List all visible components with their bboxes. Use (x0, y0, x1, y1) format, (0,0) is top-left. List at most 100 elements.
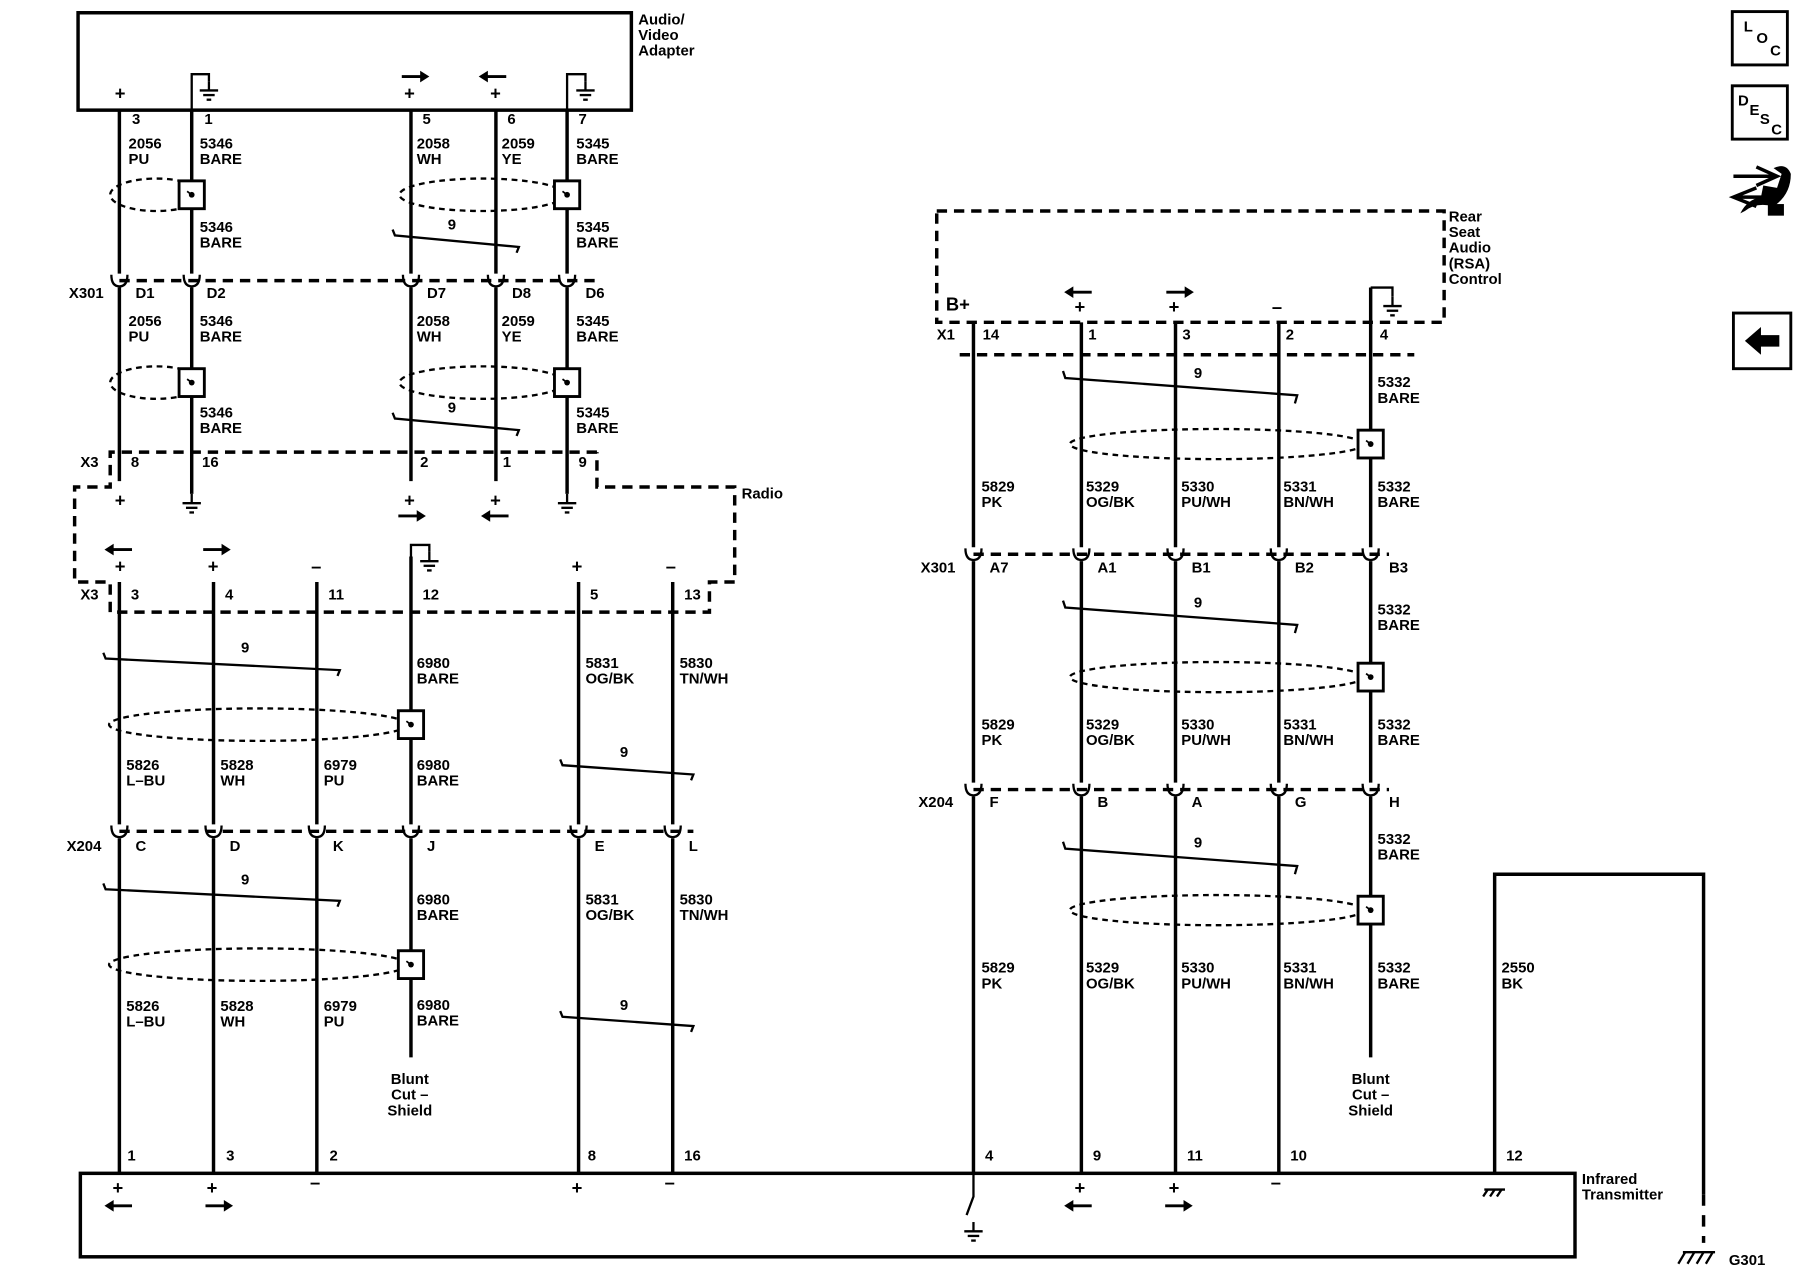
pin-number: 4 (225, 586, 234, 603)
pin-number: K (333, 838, 344, 855)
pin-number: C (135, 838, 146, 855)
right-wires (963, 284, 1716, 1265)
loc-icon: L (1744, 18, 1753, 35)
polarity-symbol: + (115, 490, 126, 511)
polarity-symbol: – (665, 1171, 675, 1192)
polarity-symbol: + (115, 556, 126, 577)
pin-number: 1 (127, 1148, 135, 1165)
pin-number: E (595, 838, 605, 855)
polarity-symbol: + (113, 1177, 124, 1198)
pin-number: 16 (202, 454, 219, 471)
pin-number: 12 (422, 586, 439, 603)
connector-label: X301 (69, 285, 104, 302)
polarity-symbol: – (1271, 1171, 1281, 1192)
polarity-symbol: + (572, 556, 583, 577)
twist-label: 9 (1194, 594, 1202, 611)
twist-label: 9 (620, 744, 628, 761)
radio-label: Radio (742, 485, 783, 502)
twist-label: 9 (241, 640, 249, 657)
pin-number: H (1389, 794, 1400, 811)
radio-box (72, 450, 737, 614)
pin-number: D1 (135, 285, 154, 302)
polarity-symbol: – (1272, 296, 1282, 317)
pin-number: G (1295, 794, 1307, 811)
pin-number: 2 (1286, 327, 1294, 344)
desc-icon: D (1738, 92, 1749, 109)
pin-number: B2 (1295, 560, 1314, 577)
pin-number: 1 (204, 111, 212, 128)
pin-number: B (1097, 794, 1108, 811)
audio-video-adapter-box (76, 11, 634, 112)
back-arrow-icon (1744, 326, 1780, 355)
polarity-symbol: + (1169, 1177, 1180, 1198)
pin-number: 2 (420, 454, 428, 471)
pin-number: 8 (131, 454, 139, 471)
polarity-symbol: B+ (946, 294, 970, 315)
twist-label: 9 (448, 217, 456, 234)
left-wires (102, 69, 696, 1214)
pin-number: J (427, 838, 435, 855)
loc-icon-o: O (1756, 30, 1768, 47)
loc-button[interactable]: L O C (1730, 10, 1789, 67)
pin-number: L (689, 838, 698, 855)
pin-number: 11 (1187, 1148, 1203, 1165)
pin-number: A (1192, 794, 1203, 811)
pin-number: B3 (1389, 560, 1408, 577)
polarity-symbol: – (311, 556, 321, 577)
desc-icon-e: E (1749, 102, 1759, 119)
desc-button[interactable]: D E S C (1730, 84, 1789, 141)
pin-number: 3 (1182, 327, 1190, 344)
connector-label: X204 (67, 838, 102, 855)
twist-label: 9 (1194, 365, 1202, 382)
desc-icon-s: S (1760, 111, 1770, 128)
pin-number: A7 (990, 560, 1009, 577)
pin-number: 3 (131, 586, 139, 603)
polarity-symbol: + (404, 83, 415, 104)
wrench-diagram-icon[interactable] (1728, 165, 1791, 216)
rsa-control-box (935, 209, 1446, 325)
connector-label: X3 (80, 454, 98, 471)
polarity-symbol: + (1074, 296, 1085, 317)
back-arrow-button[interactable] (1731, 311, 1793, 371)
pin-number: F (990, 794, 999, 811)
pin-number: D6 (585, 285, 604, 302)
loc-icon-c: C (1770, 43, 1781, 60)
polarity-symbol: + (207, 1177, 218, 1198)
polarity-symbol: – (666, 556, 676, 577)
ground-g301-label: G301 (1729, 1252, 1765, 1269)
pin-number: D8 (512, 285, 531, 302)
connector-label: X301 (921, 560, 956, 577)
polarity-symbol: + (1169, 296, 1180, 317)
pin-number: 11 (328, 586, 344, 603)
